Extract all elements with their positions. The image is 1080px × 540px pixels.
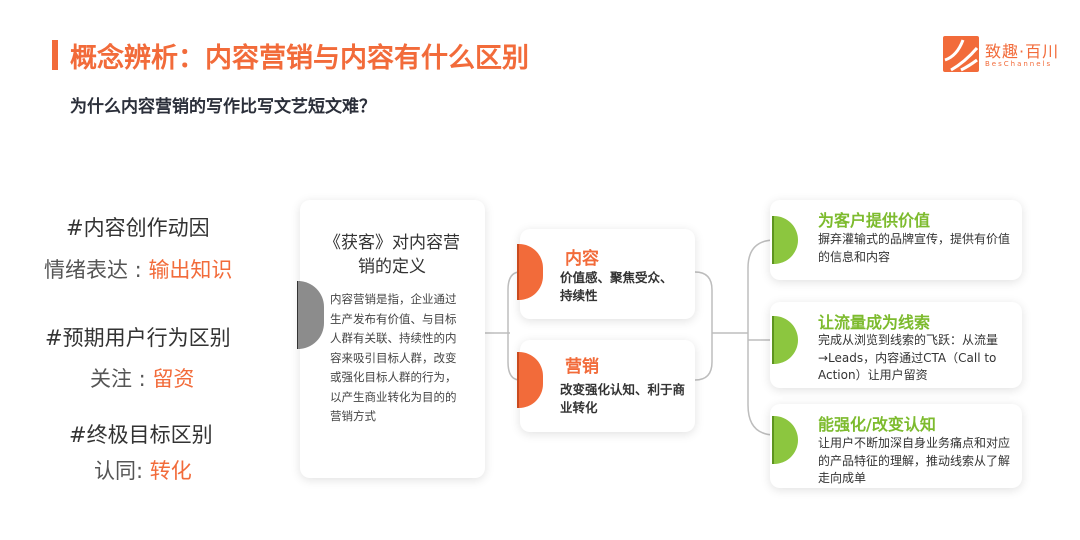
benefit-marker-edge [772, 316, 775, 364]
benefit-body: 摒弃灌输式的品牌宣传，提供有价值的信息和内容 [818, 232, 1011, 264]
connector-middle-bracket [507, 271, 521, 381]
marketing-title: 营销 [565, 357, 599, 377]
benefit-body: 完成从浏览到线索的飞跃：从流量→Leads，内容通过CTA（Call to Ac… [818, 333, 999, 382]
left-highlight: 转化 [149, 459, 192, 483]
page-title: 概念辨析：内容营销与内容有什么区别 [70, 43, 529, 74]
left-line-motivation: 情绪表达 : 输出知识 [44, 254, 232, 284]
marketing-marker-edge [517, 352, 520, 408]
logo-subtext: BesChannels [985, 60, 1053, 68]
left-highlight: 输出知识 [148, 258, 233, 282]
left-highlight: 留资 [152, 367, 195, 391]
brand-logo: 致趣·百川 BesChannels [943, 36, 1063, 76]
benefit-title: 让流量成为线索 [818, 313, 931, 332]
connector-middle-right-bracket [694, 271, 713, 381]
marketing-card [520, 340, 695, 432]
benefit-card-value [770, 200, 1022, 280]
benefit-card-cognition [770, 404, 1022, 488]
left-heading-behavior: #预期用户行为区别 [45, 326, 231, 350]
logo-name: 致趣·百川 [985, 42, 1060, 61]
benefit-marker-edge [772, 416, 775, 464]
definition-body: 内容营销是指，企业通过生产发布有价值、与目标人群有关联、持续性的内容来吸引目标人… [330, 292, 457, 423]
benefit-card-leads [770, 302, 1022, 388]
benefit-marker-edge [772, 216, 775, 264]
left-line-behavior: 关注 : 留资 [90, 363, 194, 393]
content-card [520, 229, 695, 319]
marketing-body: 改变强化认知、利于商业转化 [560, 382, 686, 415]
benefit-title: 能强化/改变认知 [818, 415, 936, 434]
definition-title: 《获客》对内容营销的定义 [324, 233, 460, 277]
content-marker-edge [517, 244, 520, 300]
connector-right-bracket [747, 239, 776, 436]
benefit-body: 让用户不断加深自身业务痛点和对应的产品特征的理解，推动线索从了解走向成单 [818, 436, 1011, 485]
left-label: 认同: [94, 459, 150, 483]
left-label: 情绪表达 : [44, 258, 149, 282]
left-line-goal: 认同: 转化 [94, 455, 192, 485]
benefit-title: 为客户提供价值 [818, 211, 931, 230]
page-subtitle: 为什么内容营销的写作比写文艺短文难？ [70, 97, 376, 117]
left-heading-motivation: #内容创作动因 [66, 216, 210, 240]
left-label: 关注 : [90, 367, 153, 391]
left-heading-goal: #终极目标区别 [69, 423, 213, 447]
content-body: 价值感、聚焦受众、持续性 [560, 270, 673, 303]
title-accent-bar [52, 40, 58, 70]
content-title: 内容 [565, 249, 599, 269]
definition-card [300, 200, 485, 478]
logo-mark-icon [943, 36, 979, 72]
